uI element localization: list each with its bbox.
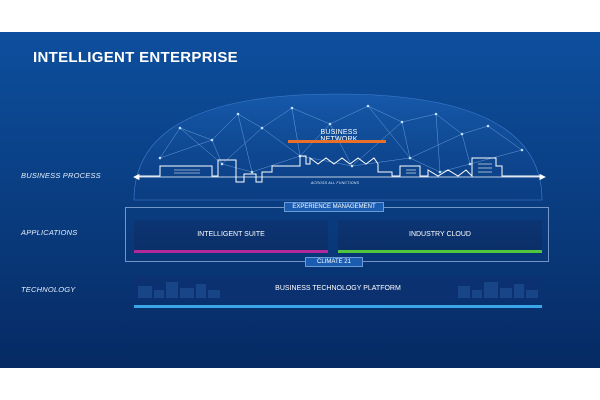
tech-blocks: [138, 282, 538, 298]
experience-management-pill: EXPERIENCE MANAGEMENT: [284, 202, 384, 212]
business-network-label: BUSINESS NETWORK: [320, 129, 358, 143]
tech-platform-label-box: BUSINESS TECHNOLOGY PLATFORM: [134, 277, 542, 301]
row-label-business-process: BUSINESS PROCESS: [21, 171, 101, 180]
row-label-technology: TECHNOLOGY: [21, 285, 76, 294]
climate-pill: CLIMATE 21: [305, 257, 363, 267]
skyline-windows: [174, 163, 492, 174]
tech-platform-label: BUSINESS TECHNOLOGY PLATFORM: [275, 285, 401, 292]
network-nodes: [158, 104, 524, 174]
industry-cloud-box: INDUSTRY CLOUD: [338, 220, 542, 253]
page-title: INTELLIGENT ENTERPRISE: [33, 49, 238, 66]
business-network-accent: [288, 140, 386, 143]
intelligent-suite-box: INTELLIGENT SUITE: [134, 220, 328, 253]
tech-platform-accent: [134, 305, 542, 308]
diagram-graphics: [133, 93, 546, 301]
process-arrow: [133, 173, 546, 181]
diagram-slide: INTELLIGENT ENTERPRISE BUSINESS PROCESS …: [0, 32, 600, 368]
intelligent-suite-label: INTELLIGENT SUITE: [197, 231, 265, 238]
skyline-caption: ACROSS ALL FUNCTIONS: [310, 181, 360, 185]
row-label-applications: APPLICATIONS: [21, 228, 78, 237]
industry-cloud-label: INDUSTRY CLOUD: [409, 231, 471, 238]
city-skyline: [138, 155, 540, 183]
